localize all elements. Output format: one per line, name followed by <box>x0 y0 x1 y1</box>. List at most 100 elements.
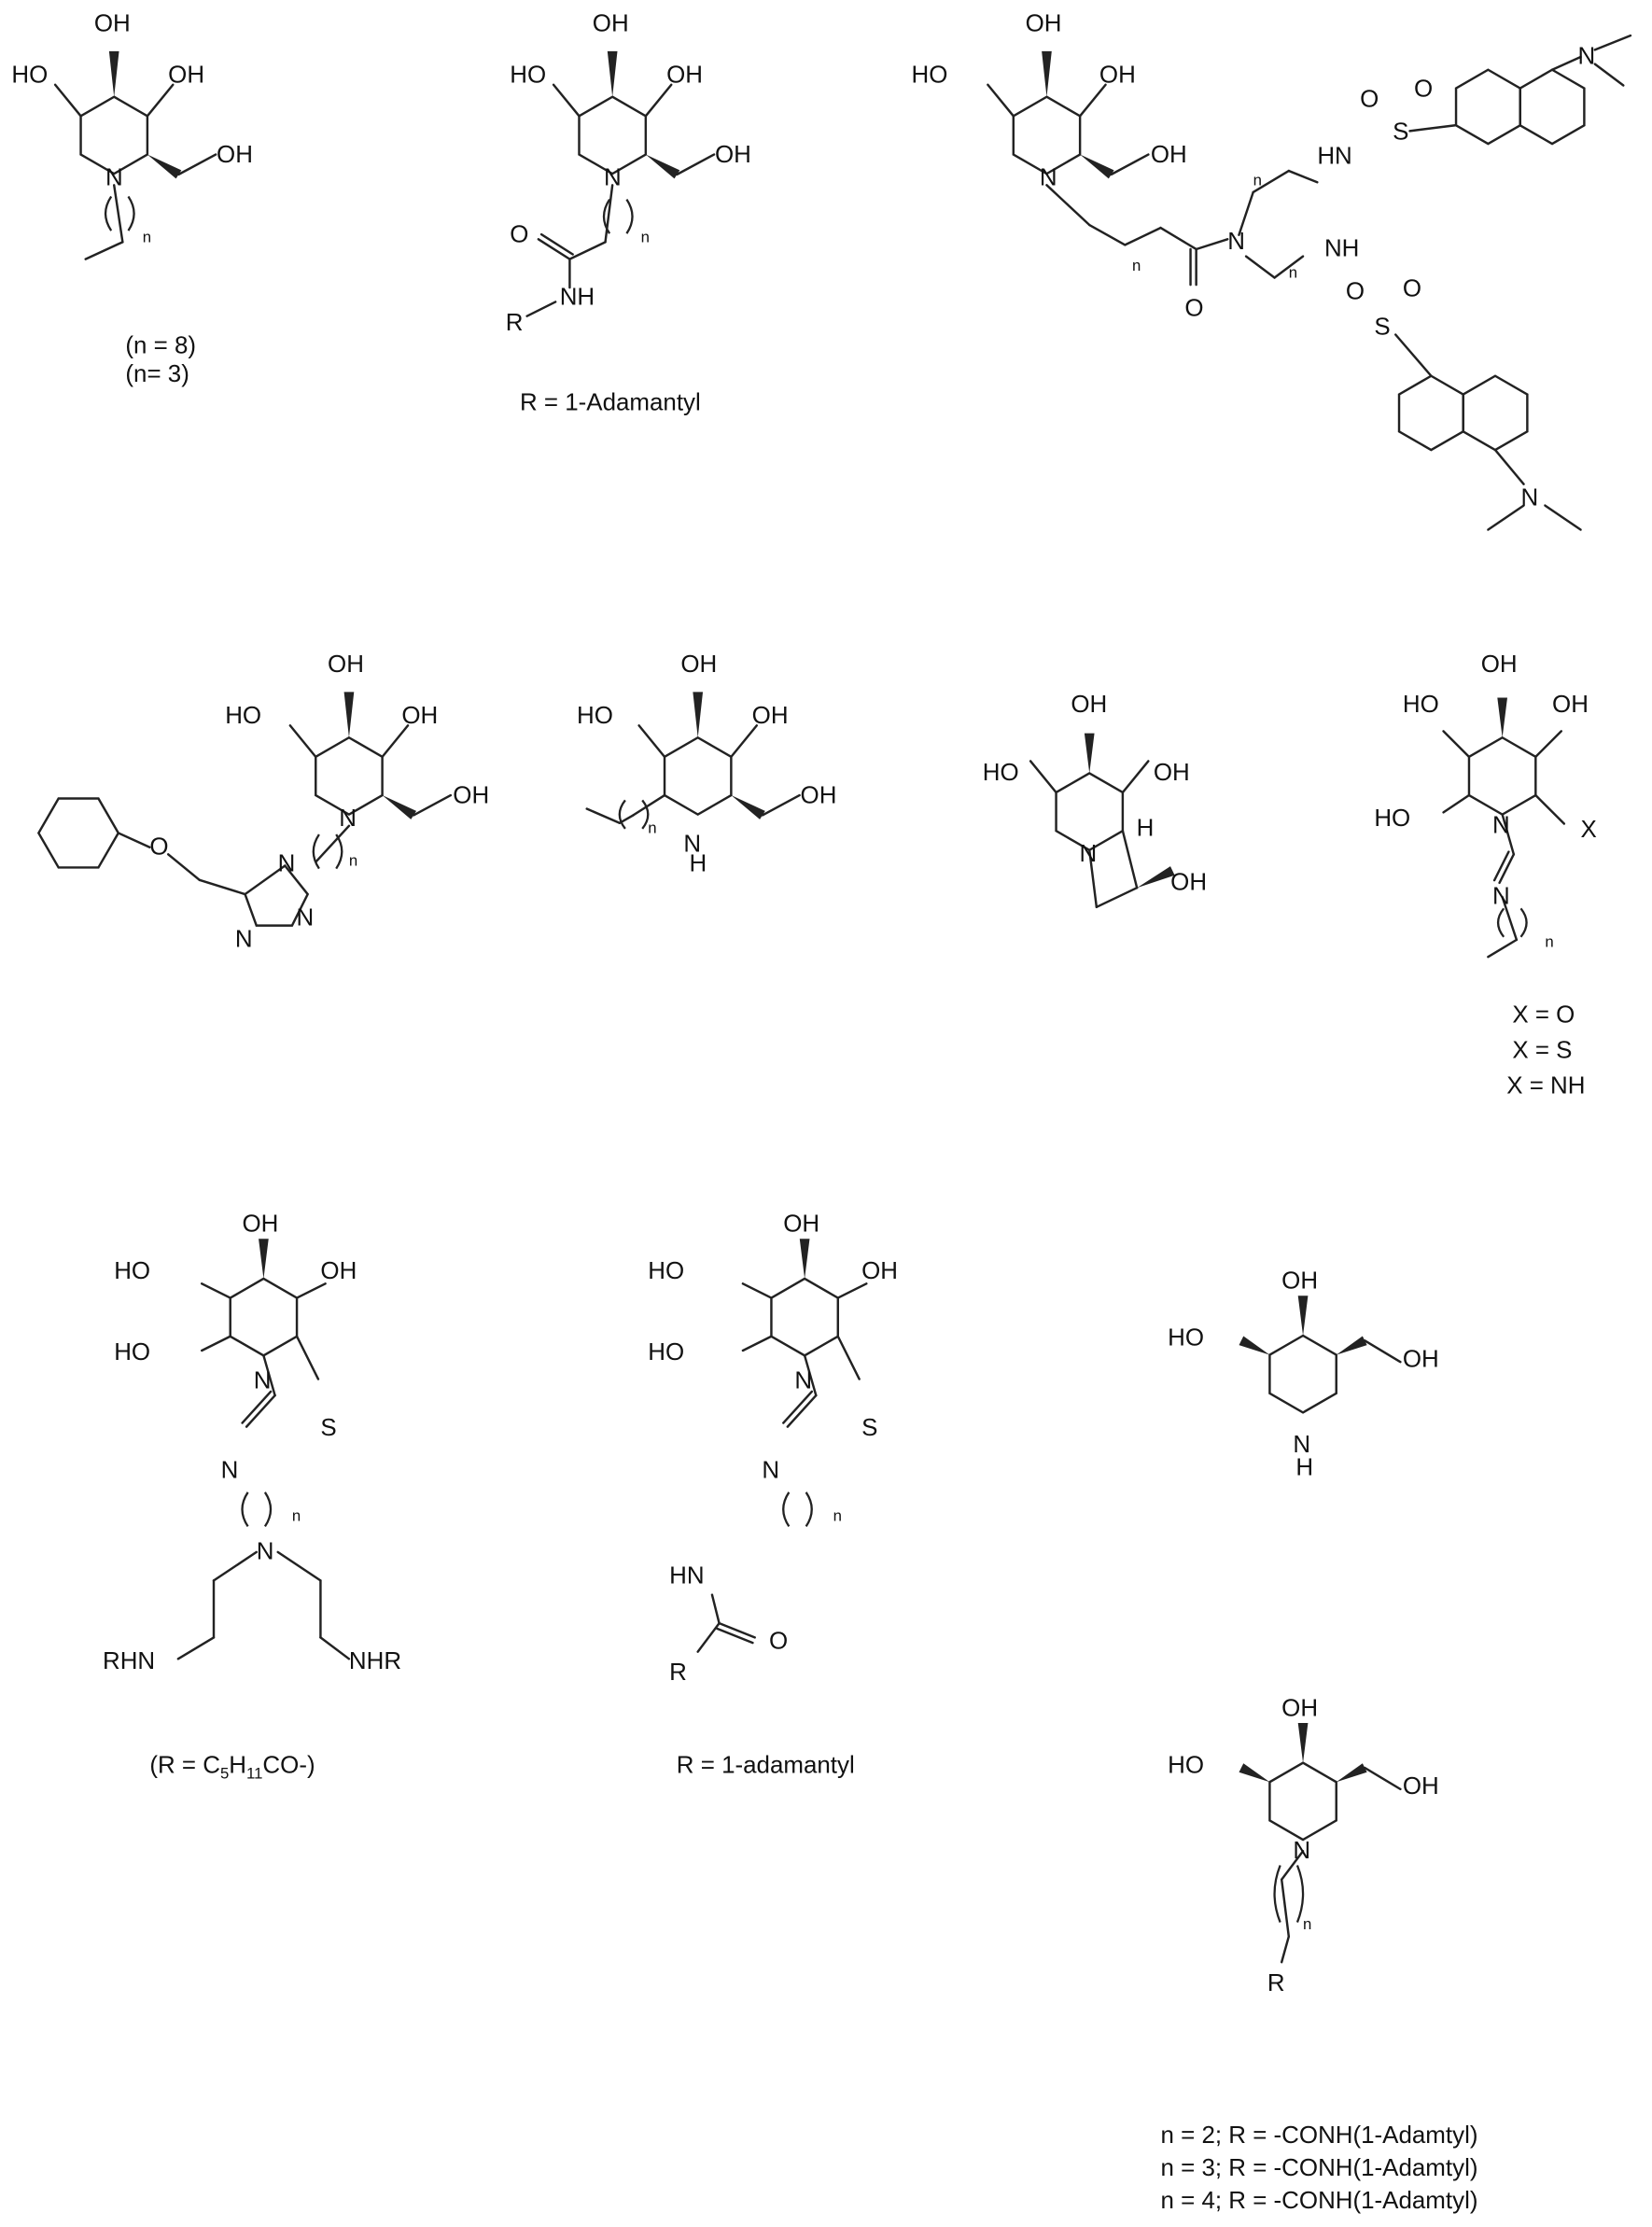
atom-label: R <box>1267 1970 1285 1996</box>
bond <box>1097 888 1137 907</box>
bond <box>743 1337 772 1351</box>
compound-6: OHHOOHOHNH <box>983 692 1207 907</box>
atom-label: N <box>1040 164 1057 190</box>
wedge-bond <box>1497 698 1507 738</box>
bond <box>214 1552 257 1581</box>
ring-bond <box>1469 737 1535 814</box>
atom-label: OH <box>783 1212 819 1238</box>
wedge-bond <box>1080 155 1113 179</box>
ring-bond <box>38 798 118 867</box>
repeat-bracket <box>1297 1866 1303 1923</box>
ring-bond <box>81 97 147 174</box>
bond <box>1444 795 1469 812</box>
atom-label: N <box>105 164 123 190</box>
ring-bond <box>1269 1763 1336 1840</box>
atom-label: R <box>506 310 524 336</box>
atom-label: S <box>320 1415 336 1441</box>
atom-label: OH <box>401 703 438 729</box>
atom-label: HO <box>912 62 948 88</box>
atom-label: NH <box>1324 236 1359 262</box>
bond <box>587 809 620 823</box>
repeat-bracket <box>1498 908 1504 937</box>
atom-label: HO <box>577 703 613 729</box>
bond <box>86 242 123 259</box>
atom-label: OH <box>1071 692 1107 718</box>
bond <box>243 1392 272 1423</box>
bond <box>1535 795 1564 824</box>
atom-label: HO <box>510 62 546 88</box>
bond <box>838 1283 867 1297</box>
bond <box>698 1623 720 1652</box>
bond <box>297 1283 326 1297</box>
repeat-bracket <box>1275 1866 1281 1923</box>
atom-label: n <box>143 228 151 245</box>
repeat-bracket <box>1520 908 1526 937</box>
atom-label: OH <box>1151 142 1187 168</box>
repeat-bracket <box>806 1492 812 1527</box>
atom-label: OH <box>715 142 751 168</box>
bond <box>297 1337 318 1380</box>
atom-label: N <box>794 1367 812 1394</box>
atom-label: N <box>296 905 314 931</box>
atom-label: HO <box>648 1339 684 1366</box>
atom-label: OH <box>94 11 131 37</box>
wedge-bond <box>1337 1337 1367 1355</box>
ring-bond <box>1456 70 1520 144</box>
bond <box>1246 257 1275 278</box>
compound-10: OHHOOHNH <box>1168 1268 1439 1481</box>
atom-label: HO <box>1374 805 1410 832</box>
compound-1: OHHOOHOHNn(n = 8)(n= 3) <box>11 11 253 387</box>
ring-bond <box>231 1279 297 1355</box>
ring-bond <box>1014 97 1080 174</box>
bond <box>1365 1340 1400 1362</box>
atom-label: N <box>254 1367 272 1394</box>
repeat-bracket <box>105 197 111 231</box>
ring-bond <box>1057 773 1123 849</box>
wedge-bond <box>646 155 679 179</box>
bond <box>783 1392 812 1423</box>
repeat-bracket <box>265 1492 271 1527</box>
wedge-bond <box>147 155 181 179</box>
atom-label: HO <box>1403 692 1439 718</box>
compound-caption: n = 3; R = -CONH(1-Adamtyl) <box>1161 2155 1478 2181</box>
compound-8-caption: (R = C5H11CO-) <box>149 1752 315 1782</box>
atom-label: N <box>1080 841 1098 867</box>
bond <box>677 155 714 175</box>
atom-label: n <box>648 819 656 836</box>
atom-label: HO <box>1168 1752 1204 1778</box>
compound-4: OHHOOHOHNnONNN <box>38 651 489 952</box>
repeat-bracket <box>783 1492 789 1527</box>
atom-label: OH <box>217 142 253 168</box>
compound-caption: X = S <box>1512 1038 1572 1064</box>
wedge-bond <box>693 692 703 737</box>
atom-label: N <box>604 164 622 190</box>
atom-label: N <box>1578 44 1596 70</box>
atom-label: OH <box>1281 1695 1318 1721</box>
atom-label: N <box>1227 229 1245 255</box>
atom-label: HO <box>1168 1325 1204 1352</box>
atom-label: OH <box>1281 1268 1318 1295</box>
atom-label: OH <box>1552 692 1589 718</box>
ring-bond <box>1463 376 1528 450</box>
atom-label: OH <box>453 782 489 808</box>
atom-label: N <box>339 805 357 832</box>
bond <box>246 1395 275 1427</box>
bond <box>178 1637 214 1659</box>
ring-bond <box>1520 70 1585 144</box>
atom-label: N <box>1293 1838 1310 1864</box>
bond <box>731 725 756 757</box>
compound-caption: R = 1-Adamantyl <box>520 389 701 415</box>
bond <box>202 1337 231 1351</box>
compound-caption: R = 1-adamantyl <box>677 1752 855 1778</box>
compound-9: OHHOOHHONSNnHNROR = 1-adamantyl <box>648 1212 898 1779</box>
compound-2: OHHOOHOHNnONHRR = 1-Adamantyl <box>506 11 751 416</box>
atom-label: H <box>1295 1454 1313 1480</box>
bond <box>114 185 122 242</box>
atom-label: S <box>861 1415 877 1441</box>
bond <box>987 85 1013 117</box>
atom-label: N <box>1520 485 1538 511</box>
bond <box>1112 155 1149 175</box>
atom-label: S <box>1393 119 1408 146</box>
bond <box>1046 185 1089 225</box>
atom-label: OH <box>593 11 629 37</box>
